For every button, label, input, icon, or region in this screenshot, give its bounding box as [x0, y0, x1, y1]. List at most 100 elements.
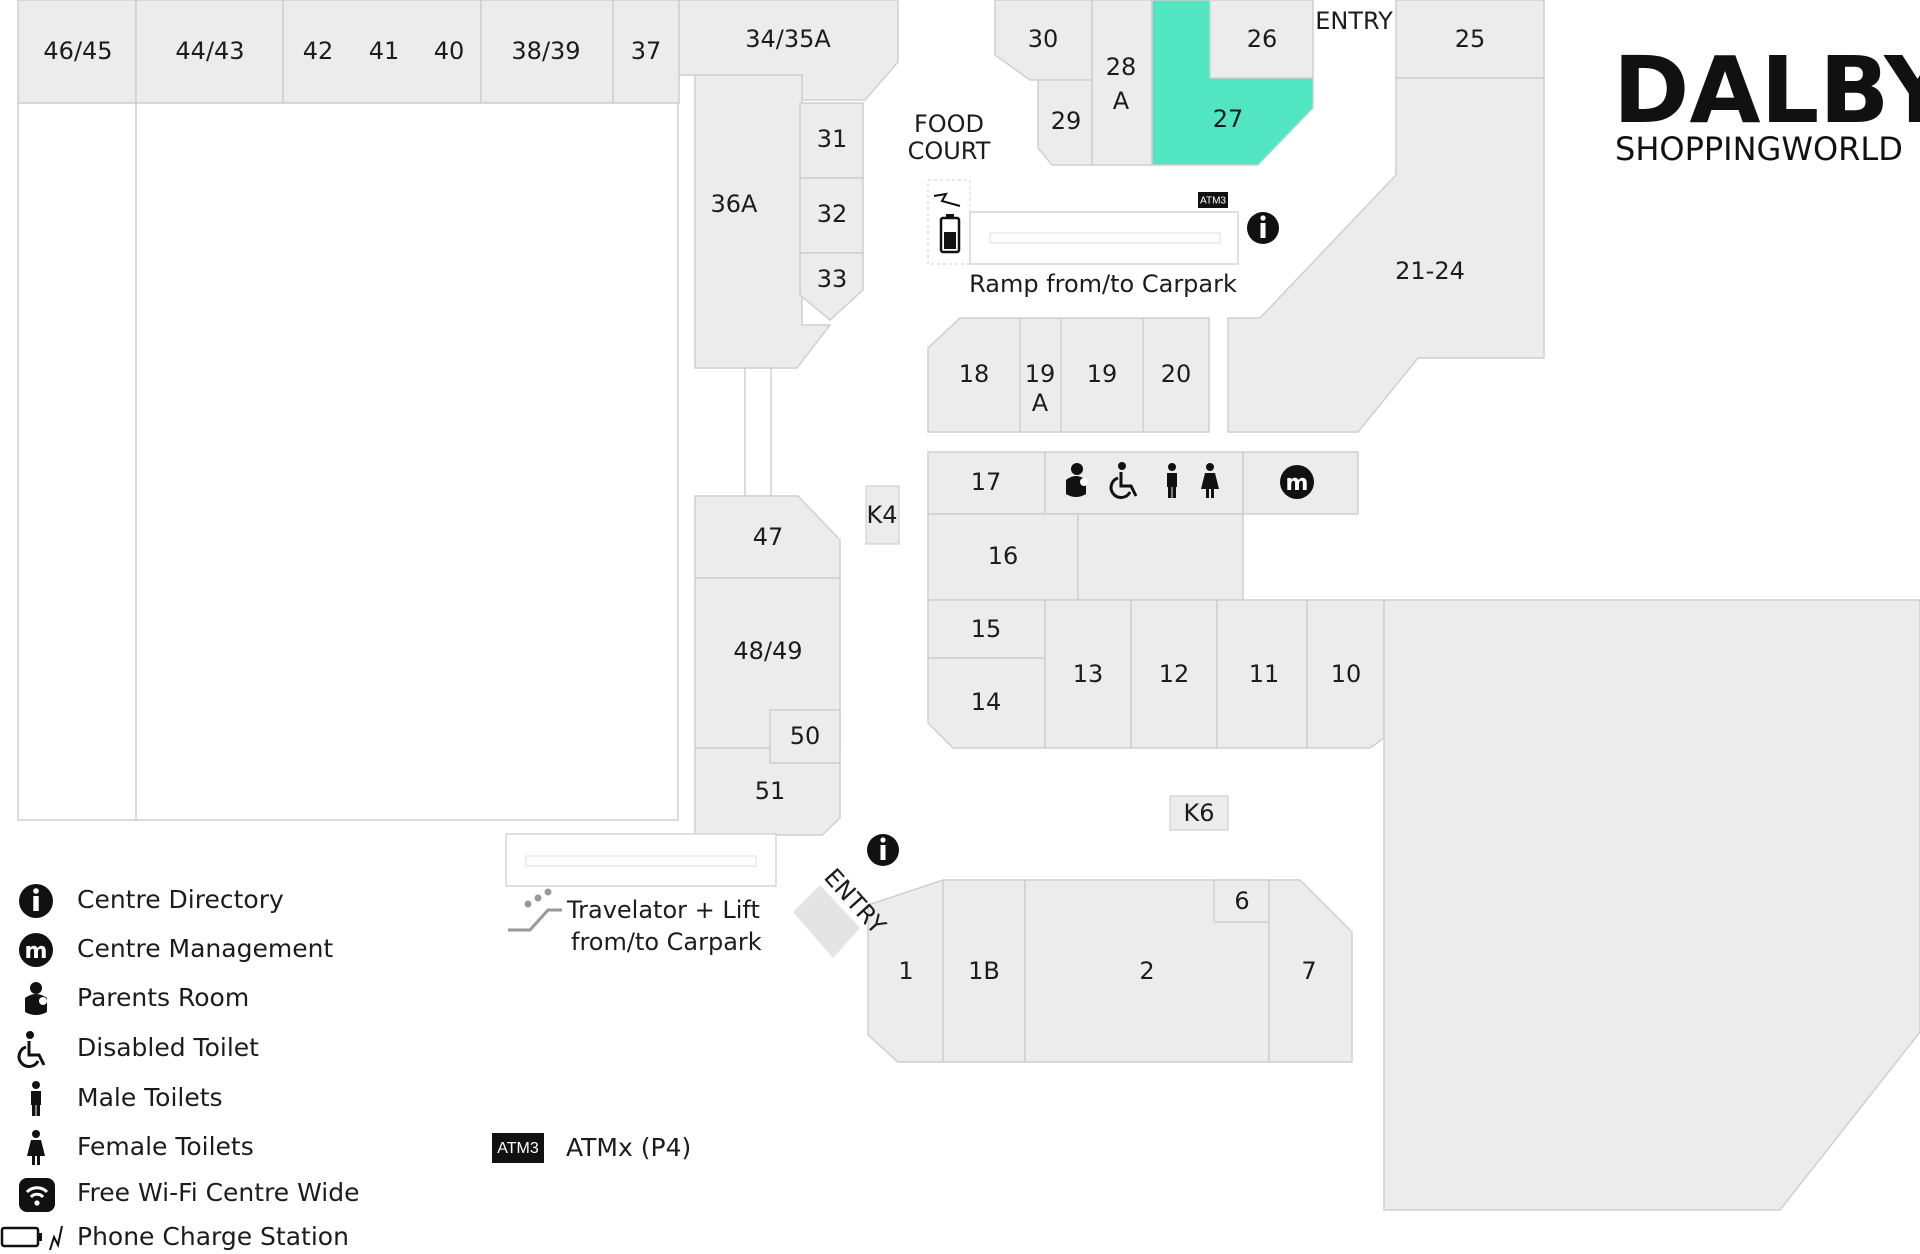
- unit-44-43[interactable]: [135, 0, 284, 104]
- label-unit-10: 10: [1331, 660, 1362, 688]
- unit-33[interactable]: [799, 252, 864, 321]
- label-unit-29: 29: [1051, 107, 1082, 135]
- unit-15[interactable]: [927, 599, 1046, 659]
- management-icon[interactable]: m: [1280, 465, 1314, 499]
- unit-42-41-40[interactable]: [282, 0, 482, 104]
- legend-item-atm: ATM3 ATMx (P4): [492, 1133, 691, 1163]
- label-unit-6: 6: [1234, 887, 1249, 915]
- unit-26[interactable]: [1209, 0, 1314, 79]
- label-unit-25: 25: [1455, 25, 1486, 53]
- legend-item-phone-charge: Phone Charge Station: [0, 1222, 349, 1251]
- label-unit-28a-line2: A: [1113, 87, 1130, 115]
- unit-14[interactable]: [927, 657, 1046, 749]
- label-unit-20: 20: [1161, 360, 1192, 388]
- unit-47[interactable]: [694, 495, 841, 579]
- kiosk-k6[interactable]: [1169, 795, 1229, 831]
- info-icon: [19, 884, 53, 918]
- legend-item-centre-management: m Centre Management: [19, 933, 333, 967]
- travelator-icon: [508, 888, 562, 932]
- label-unit-19a-line1: 19: [1025, 360, 1056, 388]
- unit-38-39[interactable]: [480, 0, 614, 104]
- label-unit-21-24: 21-24: [1395, 257, 1465, 285]
- info-icon[interactable]: [1247, 212, 1279, 244]
- label-unit-41: 41: [369, 37, 400, 65]
- unit-16[interactable]: [927, 513, 1079, 601]
- male-toilet-icon: [31, 1081, 41, 1116]
- ramp-label: Ramp from/to Carpark: [969, 270, 1237, 298]
- unit-17[interactable]: [927, 451, 1046, 515]
- label-unit-12: 12: [1159, 660, 1190, 688]
- label-unit-19: 19: [1087, 360, 1118, 388]
- legend-item-female-toilets: Female Toilets: [27, 1130, 254, 1165]
- label-unit-42: 42: [303, 37, 334, 65]
- entry-canopy: [793, 885, 860, 958]
- anchor-store-right: [1383, 599, 1920, 1211]
- disabled-toilet-icon: [17, 1031, 46, 1069]
- label-unit-51: 51: [755, 777, 786, 805]
- legend-item-male-toilets: Male Toilets: [31, 1081, 223, 1116]
- brand-logo: DALBY SHOPPINGWORLD: [1613, 37, 1920, 168]
- parents-room-icon: [1066, 463, 1088, 497]
- label-unit-1b: 1B: [968, 957, 1000, 985]
- unit-37[interactable]: [612, 0, 680, 104]
- label-unit-37: 37: [631, 37, 662, 65]
- wifi-icon: [19, 1178, 55, 1212]
- label-unit-28a-line1: 28: [1106, 53, 1137, 81]
- unit-1b[interactable]: [942, 879, 1026, 1063]
- unit-10[interactable]: [1306, 599, 1385, 749]
- label-unit-1: 1: [898, 957, 913, 985]
- unit-12[interactable]: [1130, 599, 1218, 749]
- unit-36a[interactable]: [694, 74, 832, 369]
- unit-13[interactable]: [1044, 599, 1132, 749]
- label-unit-15: 15: [971, 615, 1002, 643]
- brand-tagline: SHOPPINGWORLD: [1615, 130, 1903, 168]
- charge-station-zone: [927, 179, 971, 265]
- unit-25[interactable]: [1395, 0, 1545, 79]
- unit-46-45[interactable]: [17, 0, 137, 104]
- label-unit-44-43: 44/43: [175, 37, 244, 65]
- unit-29[interactable]: [1037, 79, 1093, 166]
- label-unit-30: 30: [1028, 25, 1059, 53]
- label-unit-11: 11: [1249, 660, 1280, 688]
- unit-11[interactable]: [1216, 599, 1308, 749]
- legend-label: Centre Management: [77, 934, 333, 963]
- kiosk-k4[interactable]: [865, 485, 900, 545]
- unit-28a[interactable]: [1091, 0, 1153, 166]
- male-toilet-icon: [1167, 463, 1177, 498]
- svg-text:m: m: [25, 939, 48, 964]
- unit-32[interactable]: [799, 177, 864, 254]
- label-unit-17: 17: [971, 468, 1002, 496]
- legend-label: Male Toilets: [77, 1083, 223, 1112]
- label-unit-13: 13: [1073, 660, 1104, 688]
- unit-1[interactable]: [867, 878, 944, 1063]
- unit-7[interactable]: [1268, 879, 1353, 1063]
- walkway-link: [744, 367, 772, 497]
- legend-item-centre-directory: Centre Directory: [19, 884, 284, 918]
- travelator-label-line1: Travelator + Lift: [566, 896, 760, 924]
- unit-18-20[interactable]: [927, 317, 1210, 433]
- info-icon[interactable]: [867, 834, 899, 866]
- legend-label: Centre Directory: [77, 885, 284, 914]
- label-unit-31: 31: [817, 125, 848, 153]
- legend-label: ATMx (P4): [566, 1133, 691, 1162]
- svg-text:m: m: [1286, 471, 1309, 496]
- unit-21-24[interactable]: [1227, 77, 1545, 433]
- disabled-toilet-icon: [1109, 462, 1138, 500]
- label-unit-16: 16: [988, 542, 1019, 570]
- label-unit-34-35a: 34/35A: [745, 25, 831, 53]
- department-store-left: [17, 102, 679, 821]
- female-toilet-icon: [27, 1130, 45, 1165]
- label-kiosk-k4: K4: [866, 501, 897, 529]
- phone-charge-icon: [933, 192, 961, 254]
- food-court-label-line2: COURT: [908, 137, 991, 165]
- atm-map-marker[interactable]: ATM3: [1198, 192, 1228, 208]
- label-unit-36a: 36A: [711, 190, 759, 218]
- label-unit-27: 27: [1213, 105, 1244, 133]
- legend-label: Phone Charge Station: [77, 1222, 349, 1251]
- brand-name: DALBY: [1613, 37, 1920, 144]
- label-unit-40: 40: [434, 37, 465, 65]
- unit-50[interactable]: [769, 709, 841, 764]
- parents-room-icon: [25, 982, 47, 1015]
- label-unit-47: 47: [753, 523, 784, 551]
